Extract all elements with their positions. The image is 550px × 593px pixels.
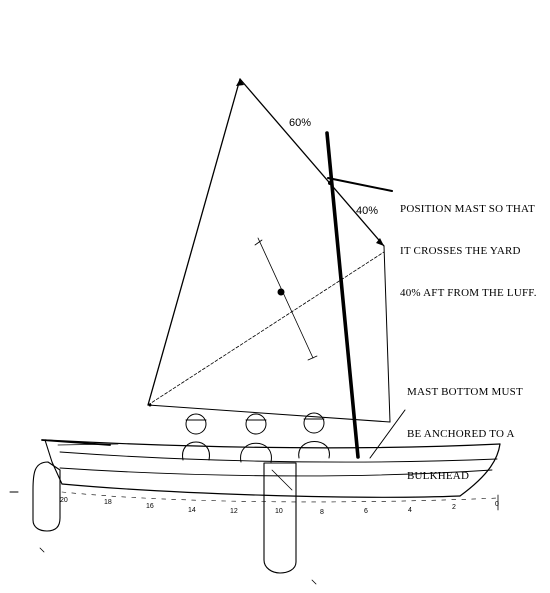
sail-leech [383,245,391,423]
mast-position-note-line: POSITION MAST SO THAT [400,203,535,215]
station-mark: 20 [60,497,68,504]
centre-of-effort [277,288,285,296]
sail-diagonal [147,251,385,406]
station-mark: 8 [320,509,324,516]
mast-bottom-note-line: BULKHEAD [407,470,470,482]
station-mark: 0 [495,501,499,508]
hull-keel [61,483,461,498]
yard-lower-percentage: 40% [356,205,379,217]
hull-transom [44,439,63,485]
yard-upper-percentage: 60% [289,117,312,129]
station-mark: 6 [364,508,368,515]
station-mark: 18 [104,499,112,506]
mast-position-note-line: 40% AFT FROM THE LUFF. [400,287,537,299]
station-mark: 16 [146,503,154,510]
mast [325,131,360,459]
sail-luff [147,78,241,406]
hull-inwale [59,451,498,463]
station-mark: 12 [230,508,238,515]
mast-bottom-note-line: BE ANCHORED TO A [407,428,515,440]
sail-foot [147,404,391,423]
mast-position-note-line: IT CROSSES THE YARD [400,245,521,257]
station-mark: 10 [275,508,283,515]
mast-position-note: POSITION MAST SO THAT IT CROSSES THE YAR… [400,174,537,328]
hull-stem [459,443,501,497]
rudder [32,461,61,532]
mast-note-leader [327,177,393,192]
station-mark: 2 [452,504,456,511]
mast-bottom-note: MAST BOTTOM MUST BE ANCHORED TO A BULKHE… [407,357,523,511]
centre-line [257,237,314,359]
station-mark: 4 [408,507,412,514]
hull-sheer [44,439,501,449]
bottom-line [61,491,499,503]
sail-yard [239,78,385,247]
station-mark: 14 [188,507,196,514]
leeboard [263,462,297,574]
mast-bottom-note-line: MAST BOTTOM MUST [407,386,523,398]
crew-figures [182,412,330,463]
bulkhead-leader [369,409,406,459]
